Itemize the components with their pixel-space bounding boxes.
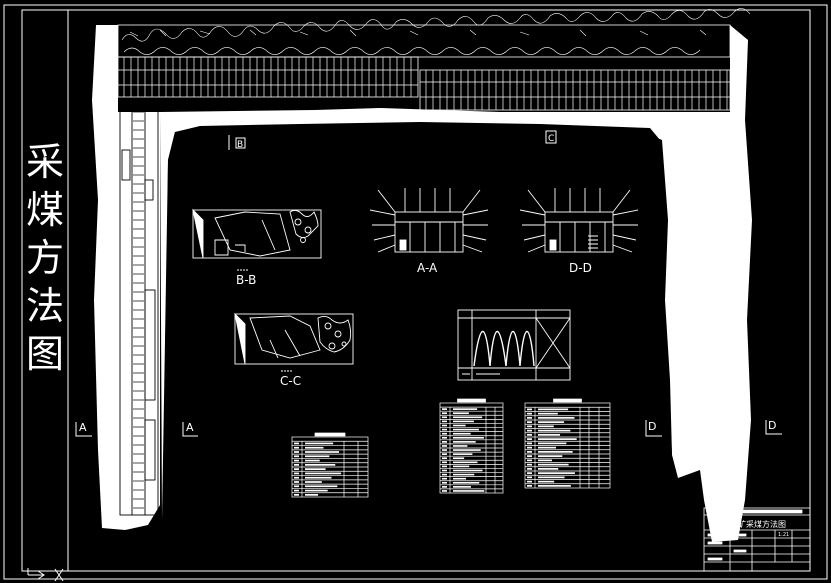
title-block-name: 采煤矿采煤方法图 [722,519,786,529]
bb-label: B-B [236,273,256,287]
parameter-table-2 [439,398,504,494]
title-block [703,507,811,572]
section-cc-drawing [234,312,354,365]
support-row-left [117,56,419,98]
title-char-1: 采 [25,140,64,184]
right-roadway [650,25,752,542]
b-top-label: B [237,140,243,150]
d-right-marker [765,420,782,435]
conveyor-ticks [133,111,144,509]
section-aa-drawing [369,188,489,253]
title-char-2: 煤 [25,188,64,232]
section-dd-drawing [519,188,639,253]
a-right-label: A [186,421,194,434]
inner-border [21,9,811,572]
c-top-label: C [548,134,554,144]
support-ticks [123,57,728,110]
parameter-table-1 [291,432,369,498]
title-char-4: 法 [25,284,64,328]
b-marker-top [228,135,246,150]
cycle-diagram [457,309,571,381]
d-right-label: D [768,419,776,432]
a-left-marker [75,422,92,437]
dd-label: D-D [569,261,592,275]
ucs-axis-icon [27,568,64,582]
support-row-right [419,69,731,111]
d-left-marker [645,420,662,437]
a-left-label: A [79,421,87,434]
d-left-label: D [648,420,656,433]
title-char-5: 图 [25,332,64,376]
section-bb-drawing [192,208,322,259]
vertical-drawing-title: 采 煤 方 法 图 [22,138,68,378]
c-marker-top [545,130,557,144]
left-conveyor [119,104,159,516]
title-char-3: 方 [25,236,64,280]
cc-label: C-C [280,374,301,388]
title-block-scale: 1:21 [778,532,789,538]
outer-border [3,4,828,580]
rock-strata-band [117,8,751,58]
parameter-table-3 [524,398,611,489]
a-right-marker [182,422,198,437]
aa-label: A-A [417,261,438,275]
right-marker-box [717,186,727,196]
left-roadway [92,25,160,530]
